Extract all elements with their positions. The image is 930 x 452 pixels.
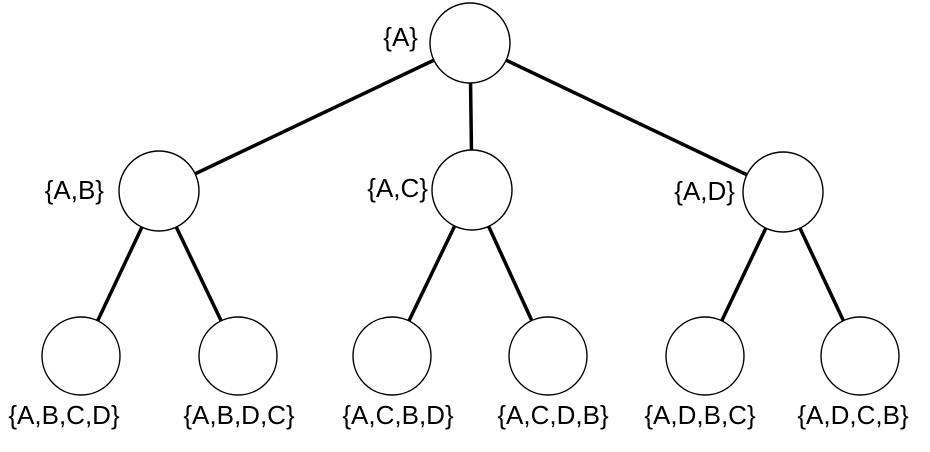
tree-edge-root-ab (158, 41, 471, 193)
tree-node-label-adbc: {A,D,B,C} (644, 400, 756, 430)
tree-node-circle-ac (431, 149, 513, 231)
tree-node-circle-ab (118, 150, 200, 232)
tree-node-circle-adcb (820, 316, 900, 396)
tree-node-label-adcb: {A,D,C,B} (797, 400, 909, 430)
tree-node-label-root: {A} (383, 22, 418, 52)
tree-node-label-abdc: {A,B,D,C} (183, 400, 295, 430)
tree-labels-layer: {A} {A,B} {A,C} {A,D} {A,B,C,D} {A,B,D,C} {A,C… (8, 22, 909, 430)
tree-node-circle-acbd (352, 316, 432, 396)
tree-node-circle-root (429, 2, 511, 84)
tree-edge-root-ad (469, 41, 784, 194)
tree-node-label-acdb: {A,C,D,B} (497, 400, 609, 430)
tree-node-label-ac: {A,C} (367, 173, 428, 203)
tree-node-label-ad: {A,D} (674, 176, 735, 206)
tree-node-circle-abdc (198, 316, 278, 396)
tree-node-circle-ad (742, 151, 824, 233)
tree-node-circle-acdb (508, 316, 588, 396)
tree-node-label-abcd: {A,B,C,D} (8, 400, 120, 430)
tree-node-label-ab: {A,B} (45, 175, 105, 205)
tree-node-circle-adbc (665, 316, 745, 396)
tree-nodes-layer (41, 2, 900, 396)
tree-node-circle-abcd (41, 316, 121, 396)
tree-node-label-acbd: {A,C,B,D} (342, 400, 454, 430)
